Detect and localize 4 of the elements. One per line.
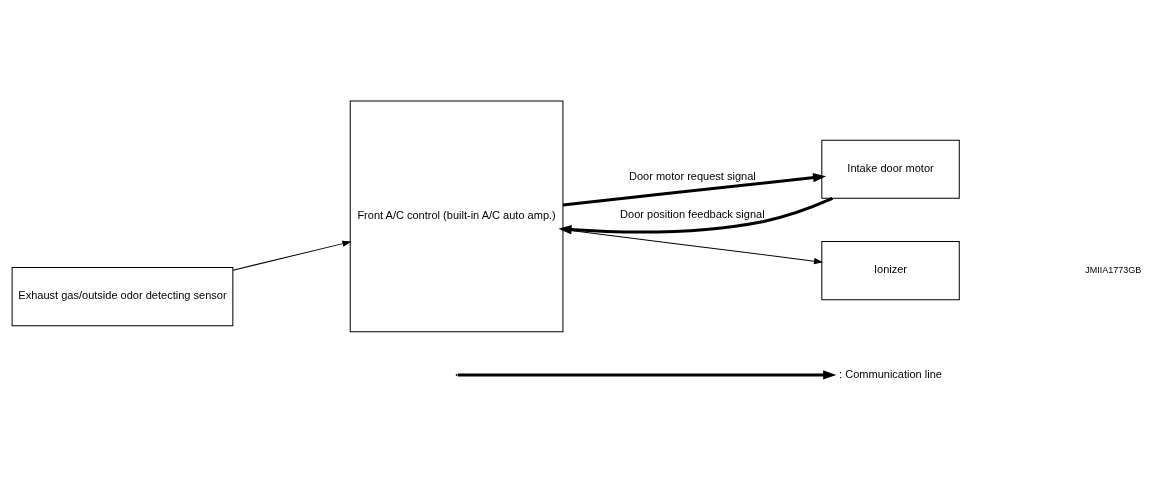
- label: JMIIA1773GB: [1085, 264, 1142, 275]
- legend-label: : Communication line: [839, 367, 942, 380]
- edge-label: Door position feedback signal: [620, 208, 765, 221]
- edge-label: Door motor request signal: [629, 170, 756, 183]
